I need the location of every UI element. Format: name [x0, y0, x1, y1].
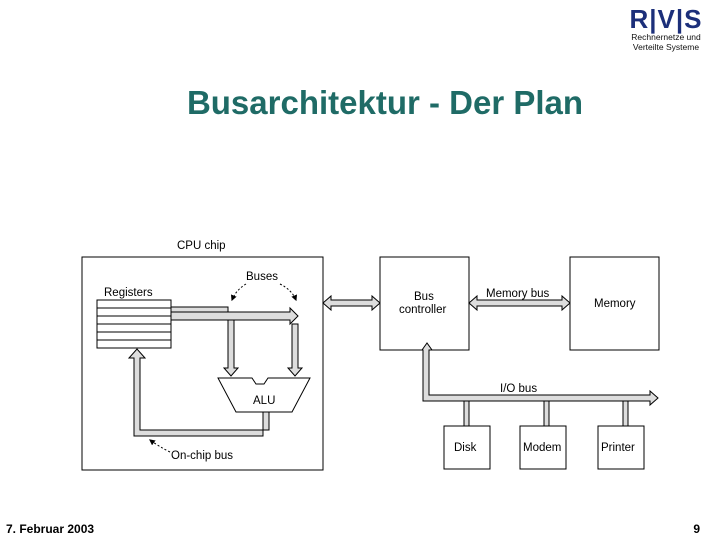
bus-controller-label-1: Bus	[414, 291, 434, 303]
printer-box	[597, 425, 645, 470]
memory-bus-label: Memory bus	[486, 288, 550, 300]
logo-line-1: Rechnernetze und	[631, 32, 701, 42]
registers-block	[96, 299, 172, 349]
slide-title: Busarchitektur - Der Plan	[186, 84, 584, 121]
alu-shape	[217, 377, 311, 413]
printer-drop	[622, 400, 629, 427]
memory-box	[569, 256, 660, 351]
buses-label: Buses	[246, 271, 278, 283]
logo-line-2: Verteilte Systeme	[632, 42, 700, 52]
printer-label: Printer	[601, 442, 635, 454]
disk-drop	[463, 400, 470, 427]
logo-mark: R|V|S	[629, 4, 703, 34]
bus-controller-label-2: controller	[399, 304, 446, 316]
onchip-bus	[127, 348, 270, 437]
internal-bus-b	[170, 306, 304, 377]
modem-drop	[543, 400, 550, 427]
onchip-bus-pointer	[149, 439, 171, 453]
alu-label: ALU	[253, 395, 275, 407]
disk-box	[443, 425, 491, 470]
disk-label: Disk	[454, 442, 477, 454]
page-number: 9	[693, 522, 700, 536]
modem-label: Modem	[523, 442, 561, 454]
onchip-bus-label: On-chip bus	[171, 450, 233, 462]
footer-date: 7. Februar 2003	[6, 522, 95, 536]
rvs-logo: R|V|S Rechnernetze und Verteilte Systeme	[620, 6, 712, 52]
bus-controller-box	[379, 256, 470, 351]
cpu-bus-controller-link	[322, 294, 381, 312]
io-bus-label: I/O bus	[500, 383, 537, 395]
modem-box	[519, 425, 567, 470]
buses-pointer-left	[230, 283, 247, 302]
buses-pointer-right	[279, 283, 298, 302]
io-bus	[421, 342, 659, 407]
registers-label: Registers	[104, 287, 153, 299]
cpu-chip-label: CPU chip	[177, 240, 226, 252]
memory-label: Memory	[594, 298, 636, 310]
